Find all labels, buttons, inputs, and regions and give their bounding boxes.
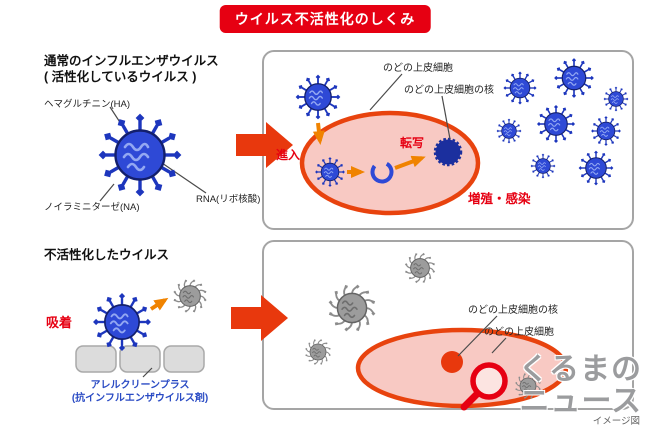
- epithelial-cell-label-top: のどの上皮細胞: [383, 63, 453, 74]
- hemagglutinin-label: ヘマグルチニン(HA): [44, 99, 131, 110]
- antiviral-agent-tiles: [75, 345, 205, 373]
- spread-infection-label: 増殖・感染: [468, 192, 531, 206]
- cell-nucleus-label-bottom: のどの上皮細胞の核: [468, 305, 558, 316]
- epithelial-cell-label-bottom: のどの上皮細胞: [484, 327, 554, 338]
- image-note-caption: イメージ図: [592, 416, 640, 427]
- gray-virus-icon: [173, 279, 207, 313]
- page-title: ウイルス不活性化のしくみ: [219, 5, 431, 33]
- active-section-heading-line1: 通常のインフルエンザウイルス: [44, 54, 219, 68]
- rna-label: RNA(リボ核酸): [196, 194, 261, 205]
- blue-virus-icon: [99, 114, 182, 197]
- product-name-label: アレルクリーンプラス: [90, 380, 190, 391]
- inactivated-section-heading: 不活性化したウイルス: [44, 248, 170, 262]
- cell-nucleus-label-top: のどの上皮細胞の核: [404, 85, 494, 96]
- adsorption-label: 吸着: [46, 315, 73, 330]
- product-type-label: (抗インフルエンザウイルス剤): [71, 393, 209, 404]
- active-virus-panel: [262, 50, 634, 230]
- transcription-label: 転写: [400, 136, 425, 150]
- entry-label: 進入: [276, 148, 301, 162]
- active-section-heading-line2: ( 活性化しているウイルス ): [44, 70, 197, 84]
- neuraminidase-label: ノイラミニターゼ(NA): [44, 202, 140, 213]
- blue-virus-icon: [93, 293, 151, 351]
- site-logo-line2: ニュース: [519, 385, 642, 418]
